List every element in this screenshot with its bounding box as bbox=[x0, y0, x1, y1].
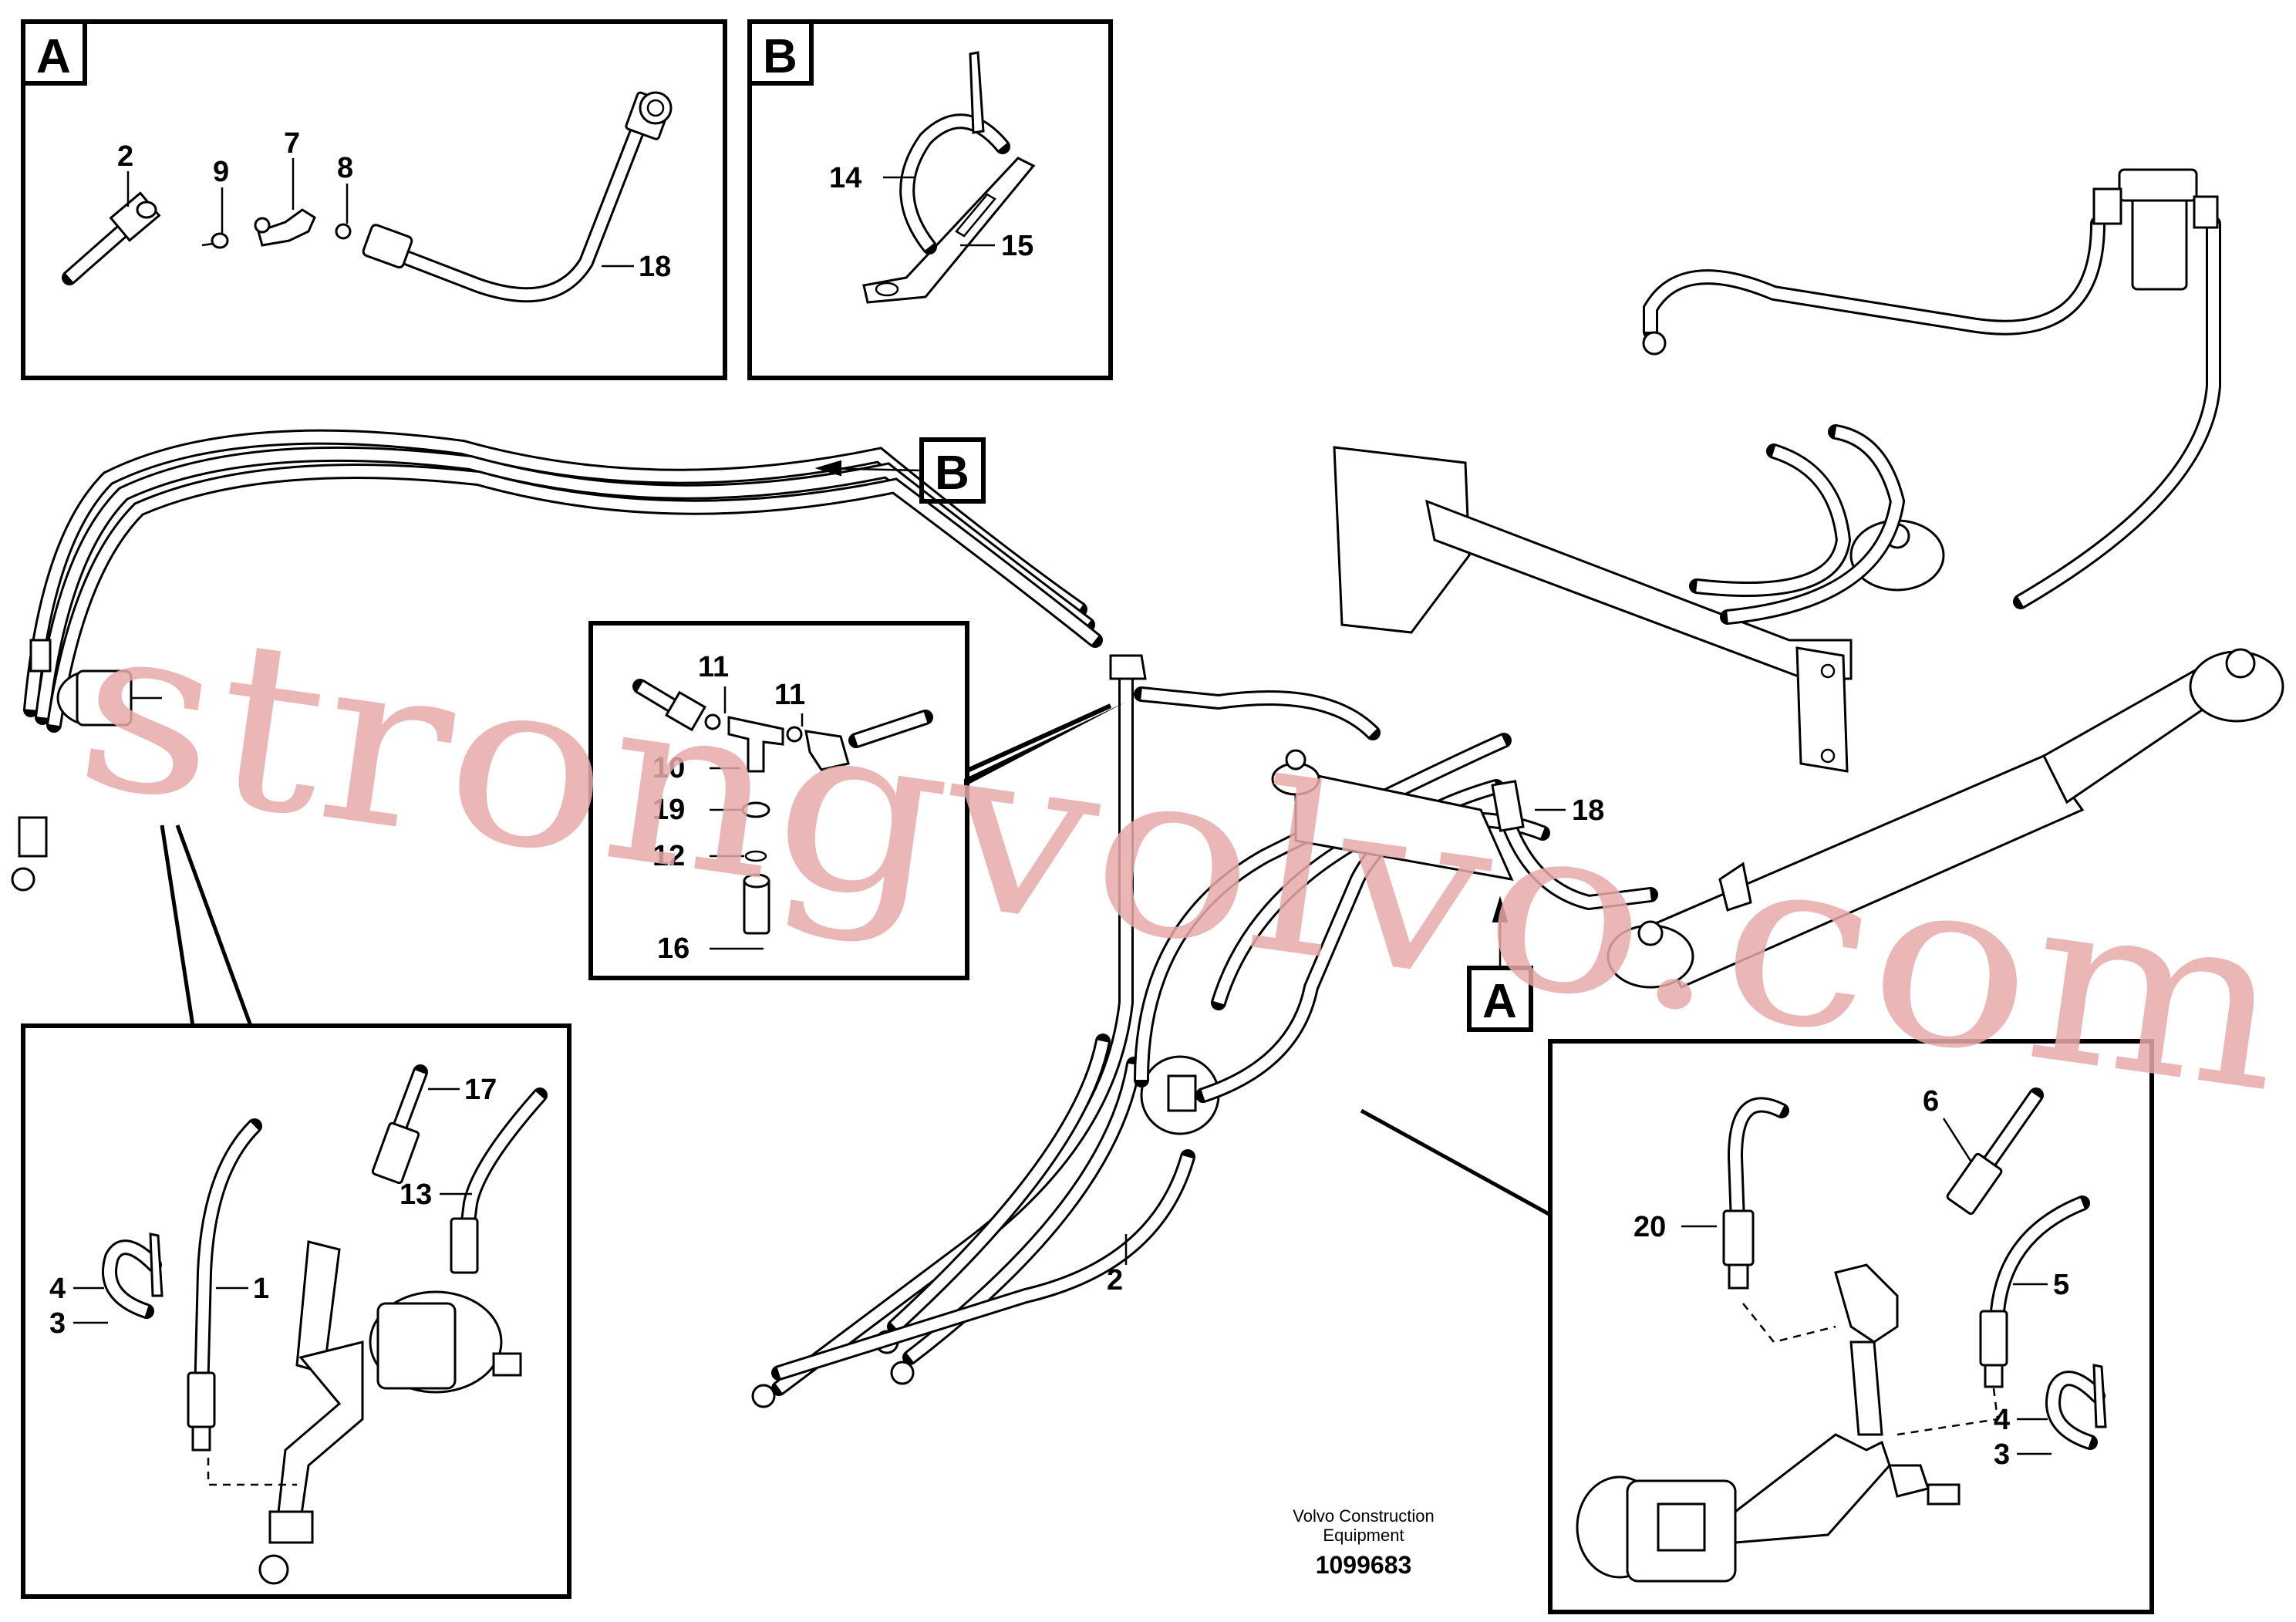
callout-a: A bbox=[1467, 895, 1533, 1032]
label-item-4-left: 4 bbox=[49, 1273, 66, 1305]
label-item-5: 5 bbox=[2053, 1269, 2069, 1301]
detail-box-b-letter: B bbox=[763, 30, 797, 83]
right-detail-box: 20 6 5 4 3 bbox=[1360, 1039, 2154, 1614]
detail-box-a: A 2 9 7 8 18 bbox=[21, 19, 727, 380]
company-name-line1: Volvo Construction bbox=[1293, 1506, 1434, 1526]
label-item-3-right: 3 bbox=[1994, 1438, 2010, 1471]
label-item-4-right: 4 bbox=[1994, 1404, 2010, 1436]
tee-detail-box: 11 11 10 19 12 16 bbox=[588, 621, 1126, 980]
label-item-18-main: 18 bbox=[1572, 794, 1604, 827]
label-item-12: 12 bbox=[652, 840, 685, 872]
label-item-9: 9 bbox=[213, 156, 229, 188]
label-item-11-right: 11 bbox=[774, 679, 805, 711]
label-item-7: 7 bbox=[284, 127, 300, 160]
label-item-2-main: 2 bbox=[1107, 1264, 1123, 1297]
label-item-3-left: 3 bbox=[49, 1307, 66, 1340]
label-item-20: 20 bbox=[1633, 1211, 1666, 1243]
label-item-17: 17 bbox=[464, 1074, 497, 1106]
label-item-18-box-a: 18 bbox=[639, 251, 671, 283]
callout-b: B bbox=[814, 437, 986, 504]
detail-box-b: B 15 14 bbox=[747, 19, 1113, 380]
label-item-19: 19 bbox=[652, 794, 685, 826]
label-item-16: 16 bbox=[657, 932, 689, 965]
label-item-11-left: 11 bbox=[698, 651, 729, 683]
label-item-2: 2 bbox=[117, 140, 133, 173]
main-assembly: 2 bbox=[11, 168, 2284, 1408]
label-item-6: 6 bbox=[1923, 1085, 1939, 1118]
callout-a-letter: A bbox=[1482, 975, 1517, 1028]
left-detail-box: 1 17 13 4 3 bbox=[21, 824, 571, 1599]
label-item-1: 1 bbox=[253, 1273, 269, 1305]
footer: Volvo Construction Equipment 1099683 bbox=[1293, 1506, 1434, 1579]
label-item-14: 14 bbox=[829, 162, 861, 194]
label-item-13: 13 bbox=[400, 1179, 432, 1211]
callout-b-letter: B bbox=[935, 447, 969, 500]
label-item-15: 15 bbox=[1001, 230, 1033, 262]
label-item-10: 10 bbox=[652, 752, 685, 784]
company-name-line2: Equipment bbox=[1323, 1526, 1404, 1545]
detail-box-a-letter: A bbox=[36, 30, 71, 83]
label-item-8: 8 bbox=[337, 152, 353, 184]
drawing-number: 1099683 bbox=[1316, 1551, 1412, 1579]
